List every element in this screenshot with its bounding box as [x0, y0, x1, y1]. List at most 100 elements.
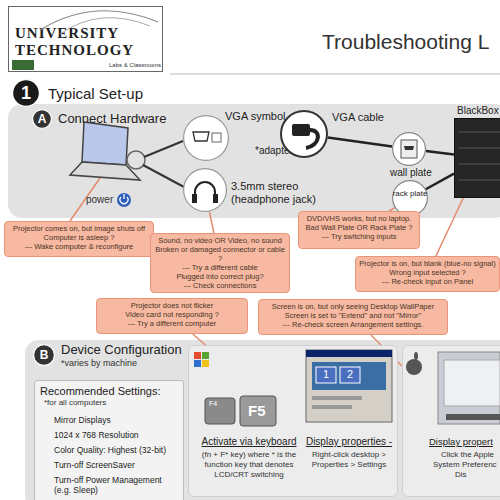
wall-port [404, 146, 414, 150]
callout-text: Projector comes on, but image shuts off [8, 224, 150, 233]
screenshot-slider [312, 405, 352, 409]
trouble-callout: Projector comes on, but image shuts offC… [4, 221, 154, 257]
connector [193, 334, 206, 345]
power-icon [117, 193, 131, 207]
method-text: Dis [455, 470, 495, 480]
method-text: Click the Apple [441, 450, 500, 460]
callout-text: Computer is asleep ? [8, 233, 150, 242]
callout-text: --- Wake computer & reconfigure [8, 242, 150, 251]
mac-screenshot [438, 352, 500, 424]
method-text: (fn + F* key) where * is the function ke… [193, 450, 305, 480]
component-label: 3.5mm stereo (headphone jack) [231, 180, 321, 206]
vga-cable-icon [306, 130, 318, 148]
callout-text: --- Re-check input on Panel [359, 277, 496, 286]
port-ring [127, 151, 145, 169]
connector [328, 137, 392, 146]
circle-shape [281, 111, 327, 157]
wall-plate-icon [401, 140, 417, 158]
logo-arc [40, 11, 158, 30]
logo-arc [60, 18, 150, 34]
component-label: rack plate [392, 189, 428, 198]
header-rule [170, 74, 500, 75]
callout-text: Projector is on, but blank (blue-no sign… [359, 259, 496, 268]
blackbox-device: BlackBox [454, 118, 500, 198]
callout-text: --- Try switching inputs [302, 232, 416, 241]
connector [426, 151, 454, 154]
substep-circle: AConnect Hardware [32, 109, 52, 129]
vga-symbol [193, 132, 209, 141]
callout-text: --- Re-check screen Arrangement settings… [262, 320, 444, 329]
method-text: System Preferenc [433, 460, 500, 470]
trouble-callout: Screen is on, but only seeing Desktop Wa… [258, 299, 448, 335]
method-text: Right-click desktop > Properties > Setti… [305, 450, 393, 470]
callout-text: Wrong input selected ? [359, 268, 496, 277]
logo-box: UNIVERSITY TECHNOLOGY Labs & Classrooms [8, 6, 163, 72]
apple-panel: Display propertClick the AppleSystem Pre… [402, 345, 500, 497]
trouble-callout: Projector is on, but blank (blue-no sign… [355, 256, 500, 292]
settings-item: 1024 x 768 Resolution [54, 430, 178, 440]
substep-letter: B [33, 347, 55, 363]
circle-shape [184, 116, 229, 161]
component-circle: VGA cable [280, 110, 328, 158]
settings-note: *for all computers [44, 398, 178, 408]
circle-shape [184, 169, 227, 212]
trouble-callout: Sound, no video OR Video, no soundBroken… [150, 233, 290, 293]
settings-item: Turn-off Power Management (e.g. Sleep) [54, 475, 178, 495]
circle-shape [13, 80, 40, 107]
screenshot-slider [312, 396, 362, 400]
logo-wordmark: UNIVERSITY TECHNOLOGY [15, 25, 155, 59]
connector [436, 198, 463, 256]
callout-text: --- Try a different computer [100, 319, 244, 328]
step-number: 1 [12, 82, 40, 104]
circle-outline [183, 168, 227, 212]
component-circle: VGA symbol*adapter [183, 115, 229, 161]
logo-tagline: Labs & Classrooms [85, 62, 161, 69]
power-symbol [120, 194, 128, 204]
wall-plate-circle: wall plate [392, 132, 426, 166]
headphone-cup [192, 194, 197, 203]
adapter-icon [212, 133, 221, 142]
component-circle: 3.5mm stereo (headphone jack) [183, 168, 227, 212]
mac-window [444, 360, 500, 406]
cable-wire [144, 141, 183, 157]
circle-shape [393, 133, 426, 166]
headphone-icon [195, 182, 215, 198]
screenshot-panel [312, 362, 386, 390]
component-label: VGA cable [332, 111, 402, 124]
config-band [25, 340, 500, 500]
component-label: wall plate [390, 167, 450, 179]
apple-logo [406, 359, 422, 375]
windows-logo [194, 360, 201, 367]
step-circle: 1Typical Set-up [12, 79, 40, 107]
circle-shape [33, 110, 52, 129]
key-cap [240, 396, 276, 426]
settings-item: Mirror Displays [54, 415, 178, 425]
apple-leaf [414, 352, 418, 360]
callout-text: Sound, no video OR Video, no sound [154, 236, 286, 245]
callout-text: Screen is set to "Extend" and not "Mirro… [262, 311, 444, 320]
laptop-screen [82, 122, 128, 165]
cable-wire [143, 165, 184, 187]
screenshot-titlebar [306, 350, 392, 357]
callout-text: --- Check connections [154, 281, 286, 290]
page-title: Troubleshooting L [322, 30, 489, 54]
callout-text: DVD/VHS works, but no laptop. [302, 214, 416, 223]
method-title: Activate via keyboard [193, 436, 305, 448]
callout-text: Bad Wall Plate OR Rack Plate ? [302, 223, 416, 232]
settings-box: Recommended Settings:*for all computersM… [34, 380, 184, 500]
trouble-callout: DVD/VHS works, but no laptop.Bad Wall Pl… [298, 211, 420, 249]
mac-dock [446, 414, 500, 420]
leader-line [70, 178, 100, 221]
settings-heading: Recommended Settings: [40, 385, 178, 398]
substep-note: *varies by machine [61, 358, 181, 369]
windows-panel: Activate via keyboard (fn + F* key) where… [188, 345, 398, 497]
setup-band [8, 104, 500, 218]
headphone-cup [213, 194, 218, 203]
rack-line [458, 148, 500, 149]
callout-text: Plugged into correct plug? [154, 272, 286, 281]
windows-logo [194, 352, 201, 359]
laptop-base [70, 162, 140, 180]
connector [209, 212, 213, 233]
callout-text: Video card not responding ? [100, 310, 244, 319]
